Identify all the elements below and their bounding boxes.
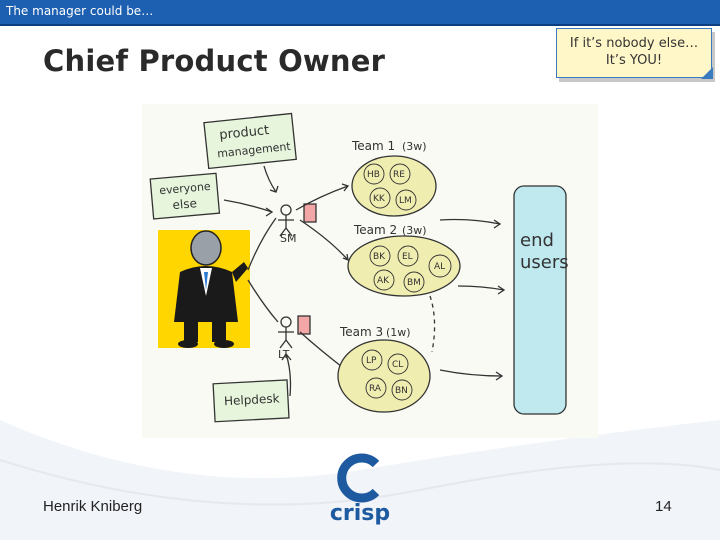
note-line-1: If it’s nobody else…: [569, 36, 699, 51]
end-users-bar: end users: [513, 185, 569, 415]
background-wave: [0, 420, 720, 540]
page-number: 14: [655, 498, 672, 515]
manager-cartoon: [158, 230, 250, 348]
everyone-else-line-1: everyone: [159, 180, 212, 197]
everyone-else-note: everyone else: [149, 172, 221, 220]
team-2-duration: (3w): [402, 224, 427, 237]
team-lead-figure: [278, 315, 311, 349]
note-line-2: It’s YOU!: [605, 53, 663, 68]
team-1-member: LM: [399, 196, 412, 206]
header-bar: The manager could be…: [0, 0, 720, 26]
organization-diagram: product management everyone else Helpdes…: [142, 104, 598, 438]
team-1-member: HB: [367, 170, 380, 180]
team-1-label: Team 1: [351, 139, 395, 153]
logo-text: crisp: [330, 501, 390, 526]
team-3-member: LP: [366, 356, 377, 366]
team-2: Team 2 (3w) BK EL AL AK BM: [347, 223, 461, 297]
team-3-member: BN: [395, 386, 408, 396]
team-3-duration: (1w): [386, 326, 411, 339]
end-users-line-2: users: [520, 252, 569, 273]
team-3: Team 3 (1w) LP CL RA BN: [337, 325, 431, 413]
everyone-else-line-2: else: [172, 196, 197, 212]
lt-label: LT: [278, 348, 290, 361]
helpdesk-label: Helpdesk: [224, 391, 280, 408]
crisp-logo: crisp: [330, 453, 390, 526]
team-1-member: KK: [373, 194, 386, 204]
team-2-member: AK: [377, 276, 390, 286]
team-3-member: CL: [392, 360, 403, 370]
header-text: The manager could be…: [6, 4, 154, 18]
team-2-member: AL: [434, 262, 445, 272]
arrows: [223, 165, 506, 397]
sm-label: SM: [280, 232, 296, 245]
team-2-member: BK: [373, 252, 386, 262]
scrum-master-figure: [278, 203, 317, 237]
team-1: Team 1 (3w) HB RE KK LM: [351, 139, 437, 217]
author-name: Henrik Kniberg: [43, 498, 143, 515]
product-management-note: product management: [203, 112, 297, 170]
team-2-member: BM: [407, 278, 421, 288]
team-3-member: RA: [369, 384, 382, 394]
team-2-label: Team 2: [353, 223, 397, 237]
slide-title: Chief Product Owner: [43, 44, 386, 78]
team-3-label: Team 3: [339, 325, 383, 339]
helpdesk-note: Helpdesk: [212, 379, 290, 423]
team-2-member: EL: [402, 252, 413, 262]
sticky-note: If it’s nobody else… It’s YOU!: [556, 28, 713, 79]
logo-ring: [337, 453, 380, 503]
end-users-line-1: end: [520, 230, 554, 251]
team-1-member: RE: [393, 170, 405, 180]
team-1-duration: (3w): [402, 140, 427, 153]
product-management-line-1: product: [219, 123, 270, 143]
